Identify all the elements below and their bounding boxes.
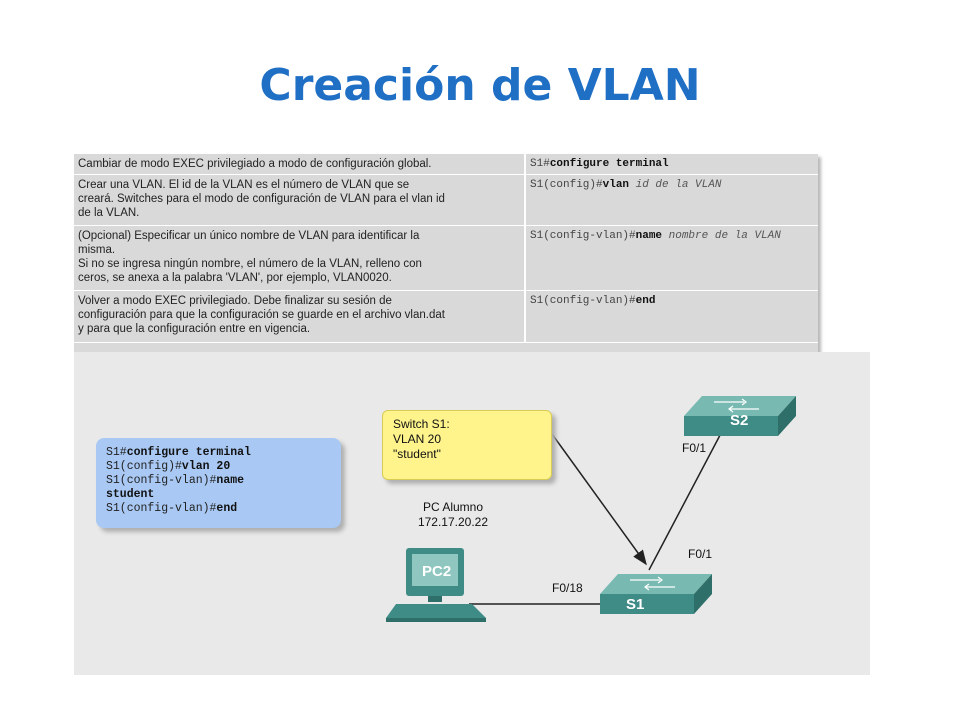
cli-line: S1(config-vlan)#name (106, 474, 245, 487)
switch-note: Switch S1: VLAN 20 "student" (382, 410, 552, 480)
port-label-s1-f01: F0/1 (688, 547, 713, 561)
step-description: Crear una VLAN. El id de la VLAN es el n… (74, 174, 526, 226)
step-command: S1(config)#vlan id de la VLAN (525, 174, 818, 226)
cli-line: student (106, 488, 155, 501)
table-row: Volver a modo EXEC privilegiado. Debe fi… (74, 290, 818, 343)
link-s1-s2 (648, 419, 729, 571)
port-label-s2-f01: F0/1 (682, 441, 707, 455)
slide-title: Creación de VLAN (259, 60, 701, 111)
pc-device-label: PC2 (422, 563, 452, 580)
switch-s2-icon (684, 396, 796, 436)
port-label-s1-f018: F0/18 (552, 581, 583, 595)
pc-name: PC Alumno (422, 500, 484, 514)
step-command: S1#configure terminal (525, 154, 818, 175)
note-pointer-arrow (551, 433, 647, 566)
pc-label: PC Alumno 172.17.20.22 (393, 500, 513, 530)
pc-ip: 172.17.20.22 (417, 515, 489, 529)
switch-s1-icon (600, 574, 712, 614)
diagram-graphics (386, 396, 796, 622)
cli-line: S1#configure terminal (106, 446, 251, 459)
step-command: S1(config-vlan)#end (525, 290, 818, 343)
network-diagram: S1#configure terminal S1(config)#vlan 20… (74, 352, 870, 675)
steps-table: Cambiar de modo EXEC privilegiado a modo… (74, 154, 818, 352)
switch-s2-label: S2 (730, 412, 749, 429)
step-description: Cambiar de modo EXEC privilegiado a modo… (74, 154, 526, 175)
cli-line: S1(config)#vlan 20 (106, 460, 231, 473)
table-row: Crear una VLAN. El id de la VLAN es el n… (74, 174, 818, 226)
pc-icon (386, 548, 486, 622)
step-command: S1(config-vlan)#name nombre de la VLAN (525, 225, 818, 291)
table-row: Cambiar de modo EXEC privilegiado a modo… (74, 154, 818, 175)
step-description: Volver a modo EXEC privilegiado. Debe fi… (74, 290, 526, 343)
cli-line: S1(config-vlan)#end (106, 502, 238, 515)
step-description: (Opcional) Especificar un único nombre d… (74, 225, 526, 291)
cli-command-box: S1#configure terminal S1(config)#vlan 20… (96, 438, 341, 528)
table-row: (Opcional) Especificar un único nombre d… (74, 225, 818, 291)
switch-s1-label: S1 (626, 596, 645, 613)
